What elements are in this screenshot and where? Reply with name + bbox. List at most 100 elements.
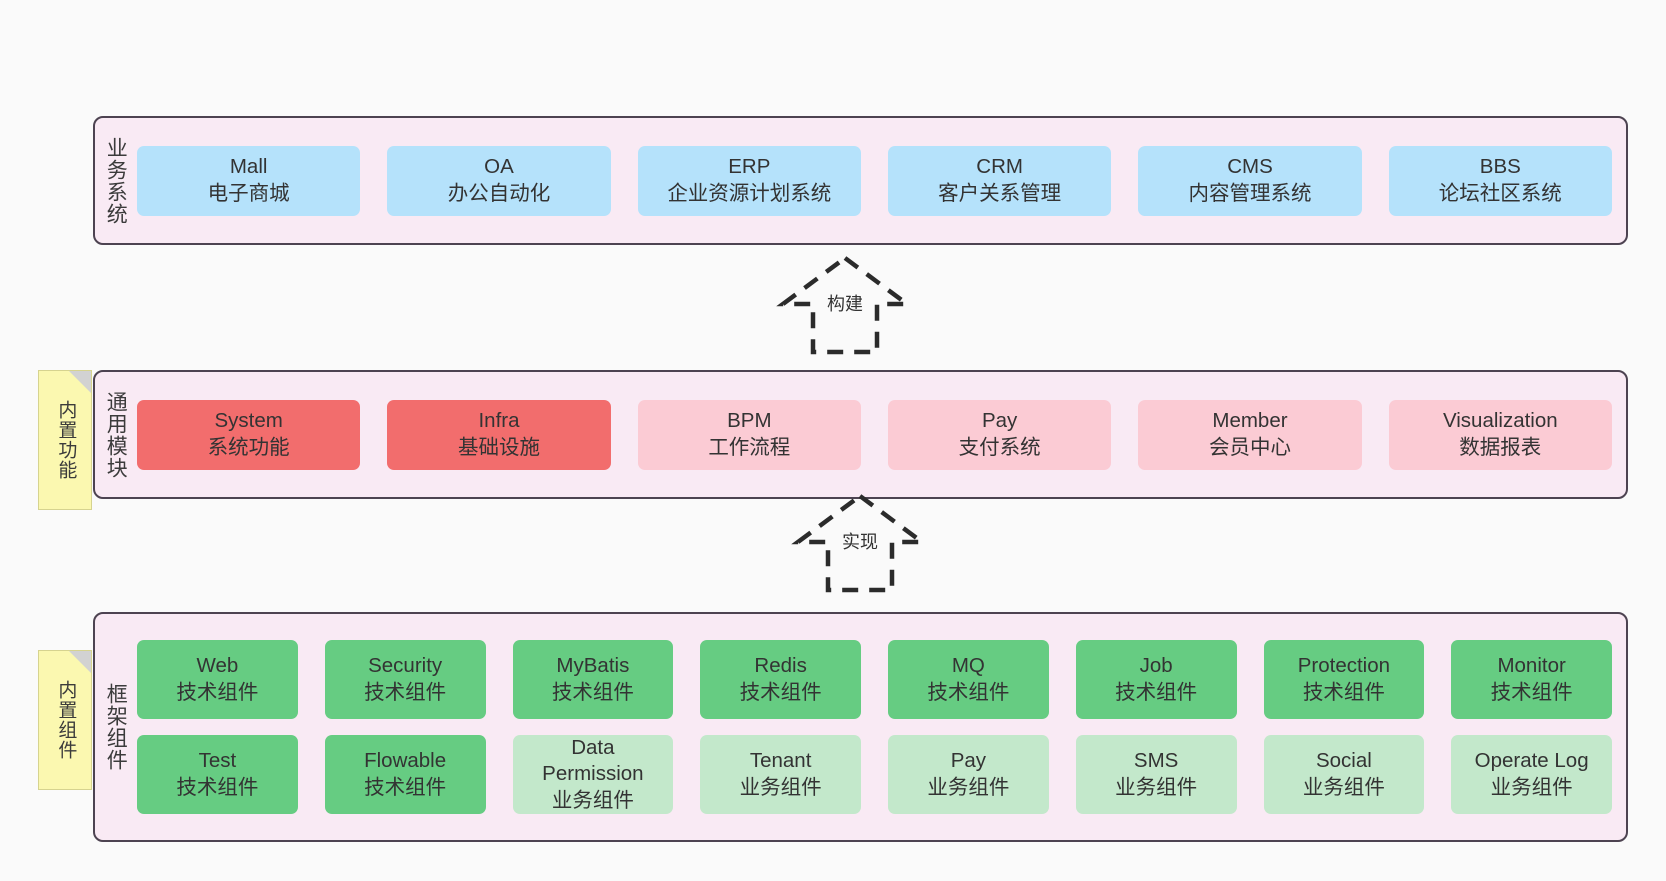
- node-title: Pay: [981, 408, 1018, 432]
- arrow-label: 实现: [840, 528, 880, 554]
- node-subtitle: 业务组件: [1115, 775, 1198, 799]
- node-title: Redis: [754, 653, 807, 677]
- node-subtitle: 基础设施: [457, 435, 540, 459]
- node-title: Job: [1139, 653, 1173, 677]
- node-title: Security: [368, 653, 443, 677]
- node-redis[interactable]: Redis 技术组件: [700, 640, 861, 719]
- node-subtitle: 技术组件: [176, 680, 259, 704]
- node-subtitle: 企业资源计划系统: [667, 181, 832, 205]
- layer-body-business: Mall 电子商城 OA 办公自动化 ERP 企业资源计划系统 CRM 客户关系…: [135, 118, 1626, 243]
- generalization-arrow-icon: [791, 493, 929, 593]
- note-fold-icon: [69, 371, 91, 393]
- node-flowable[interactable]: Flowable 技术组件: [324, 735, 486, 814]
- node-subtitle: 技术组件: [927, 680, 1010, 704]
- node-subtitle: 论坛社区系统: [1438, 181, 1562, 205]
- node-data-permission[interactable]: Data Permission 业务组件: [512, 735, 674, 814]
- node-operate-log[interactable]: Operate Log 业务组件: [1451, 735, 1612, 814]
- node-pay[interactable]: Pay 支付系统: [887, 399, 1112, 470]
- node-subtitle: 技术组件: [364, 775, 447, 799]
- node-sms[interactable]: SMS 业务组件: [1075, 735, 1237, 814]
- node-title: Protection: [1297, 653, 1391, 677]
- node-bbs[interactable]: BBS 论坛社区系统: [1388, 145, 1612, 216]
- layer-title-module: 通用模块: [104, 390, 128, 479]
- node-title: Monitor: [1497, 653, 1566, 677]
- note-label: 内置功能: [55, 400, 77, 480]
- layer-common-module: 通用模块 System 系统功能 Infra 基础设施 BPM 工作流程 Pay…: [93, 370, 1628, 499]
- node-title: Operate Log: [1474, 748, 1589, 772]
- node-crm[interactable]: CRM 客户关系管理: [887, 145, 1112, 216]
- arrow-label: 构建: [825, 290, 865, 316]
- node-subtitle: 办公自动化: [447, 181, 551, 205]
- note-fold-icon: [69, 651, 91, 673]
- node-title: CRM: [976, 154, 1023, 178]
- node-social[interactable]: Social 业务组件: [1263, 735, 1425, 814]
- node-member[interactable]: Member 会员中心: [1138, 399, 1362, 470]
- node-title: OA: [484, 154, 514, 178]
- node-title: SMS: [1133, 748, 1179, 772]
- node-title: MyBatis: [556, 653, 630, 677]
- node-title: BPM: [727, 408, 772, 432]
- note-builtin-function: 内置功能: [38, 370, 92, 510]
- node-subtitle: 业务组件: [551, 788, 634, 812]
- node-subtitle: 技术组件: [551, 680, 634, 704]
- node-title: System: [214, 408, 283, 432]
- node-infra[interactable]: Infra 基础设施: [387, 399, 611, 470]
- node-title: Member: [1212, 408, 1288, 432]
- layer-body-framework: Web 技术组件 Security 技术组件 MyBatis 技术组件 Redi…: [135, 614, 1626, 840]
- layer-title-framework: 框架组件: [104, 683, 128, 771]
- node-title: BBS: [1479, 154, 1521, 178]
- generalization-arrow-icon: [776, 255, 914, 355]
- node-subtitle: 技术组件: [1115, 680, 1198, 704]
- node-subtitle: 业务组件: [927, 775, 1010, 799]
- arrow-build: 构建: [755, 252, 935, 357]
- node-title: Mall: [229, 154, 268, 178]
- node-subtitle: 内容管理系统: [1188, 181, 1312, 205]
- node-subtitle: 技术组件: [739, 680, 822, 704]
- note-builtin-component: 内置组件: [38, 650, 92, 790]
- node-title: Test: [198, 748, 237, 772]
- node-web[interactable]: Web 技术组件: [137, 640, 298, 719]
- node-monitor[interactable]: Monitor 技术组件: [1451, 640, 1612, 719]
- node-subtitle: 技术组件: [1490, 680, 1573, 704]
- layer-body-module: System 系统功能 Infra 基础设施 BPM 工作流程 Pay 支付系统…: [135, 372, 1626, 497]
- layer-title-business: 业务系统: [104, 136, 128, 225]
- node-title: Web: [196, 653, 239, 677]
- node-bpm[interactable]: BPM 工作流程: [637, 399, 861, 470]
- layer-row: Mall 电子商城 OA 办公自动化 ERP 企业资源计划系统 CRM 客户关系…: [137, 145, 1612, 216]
- node-subtitle: 业务组件: [1302, 775, 1385, 799]
- node-subtitle: 技术组件: [176, 775, 259, 799]
- node-subtitle: 会员中心: [1208, 435, 1291, 459]
- node-test[interactable]: Test 技术组件: [137, 735, 298, 814]
- node-erp[interactable]: ERP 企业资源计划系统: [637, 145, 861, 216]
- node-title: Visualization: [1442, 408, 1558, 432]
- node-mq[interactable]: MQ 技术组件: [888, 640, 1049, 719]
- layer-business-system: 业务系统 Mall 电子商城 OA 办公自动化 ERP 企业资源计划系统 CRM…: [93, 116, 1628, 245]
- node-subtitle: 电子商城: [207, 181, 290, 205]
- node-title: Social: [1315, 748, 1372, 772]
- node-title: Flowable: [364, 748, 447, 772]
- node-security[interactable]: Security 技术组件: [324, 640, 486, 719]
- node-job[interactable]: Job 技术组件: [1075, 640, 1237, 719]
- node-title: Pay: [950, 748, 987, 772]
- node-pay-component[interactable]: Pay 业务组件: [888, 735, 1049, 814]
- node-subtitle: 业务组件: [1490, 775, 1573, 799]
- layer-row: Test 技术组件 Flowable 技术组件 Data Permission …: [137, 735, 1612, 814]
- node-subtitle: 客户关系管理: [938, 181, 1062, 205]
- node-subtitle: 业务组件: [739, 775, 822, 799]
- node-subtitle: 支付系统: [958, 435, 1041, 459]
- note-label: 内置组件: [55, 680, 77, 760]
- node-system[interactable]: System 系统功能: [137, 399, 361, 470]
- node-tenant[interactable]: Tenant 业务组件: [700, 735, 861, 814]
- layer-row: Web 技术组件 Security 技术组件 MyBatis 技术组件 Redi…: [137, 640, 1612, 719]
- node-title: Infra: [478, 408, 520, 432]
- node-mybatis[interactable]: MyBatis 技术组件: [512, 640, 674, 719]
- node-mall[interactable]: Mall 电子商城: [137, 145, 361, 216]
- node-oa[interactable]: OA 办公自动化: [387, 145, 611, 216]
- layer-framework-component: 框架组件 Web 技术组件 Security 技术组件 MyBatis 技术组件…: [93, 612, 1628, 842]
- node-protection[interactable]: Protection 技术组件: [1263, 640, 1425, 719]
- node-cms[interactable]: CMS 内容管理系统: [1138, 145, 1362, 216]
- node-visualization[interactable]: Visualization 数据报表: [1388, 399, 1612, 470]
- node-title: ERP: [728, 154, 771, 178]
- node-subtitle: 系统功能: [207, 435, 290, 459]
